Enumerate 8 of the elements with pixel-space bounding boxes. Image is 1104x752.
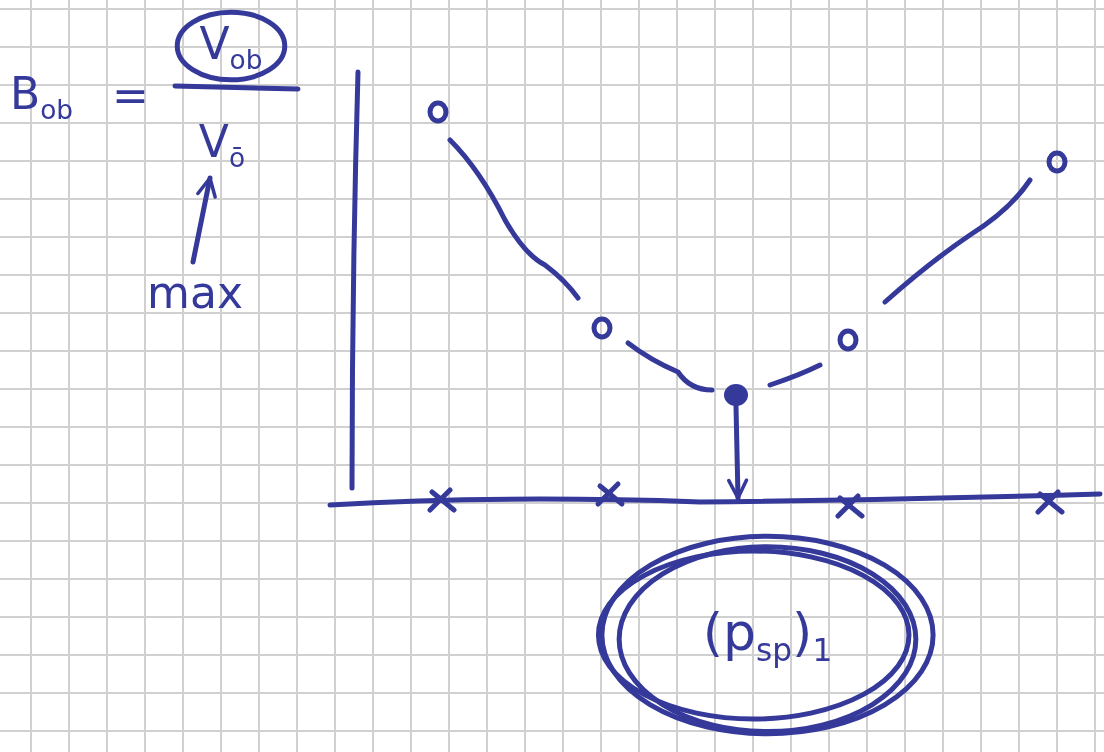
data-point <box>724 384 748 406</box>
handwritten-word: max <box>135 262 255 322</box>
formula-term: B$_{ob}$ <box>10 72 74 124</box>
arrow <box>190 175 217 265</box>
formula-term: V$_{ō}$ <box>190 112 254 176</box>
equals-sign: = <box>112 74 149 118</box>
arrow <box>727 403 749 501</box>
circled-term: V$_{ob}$ <box>175 10 287 82</box>
